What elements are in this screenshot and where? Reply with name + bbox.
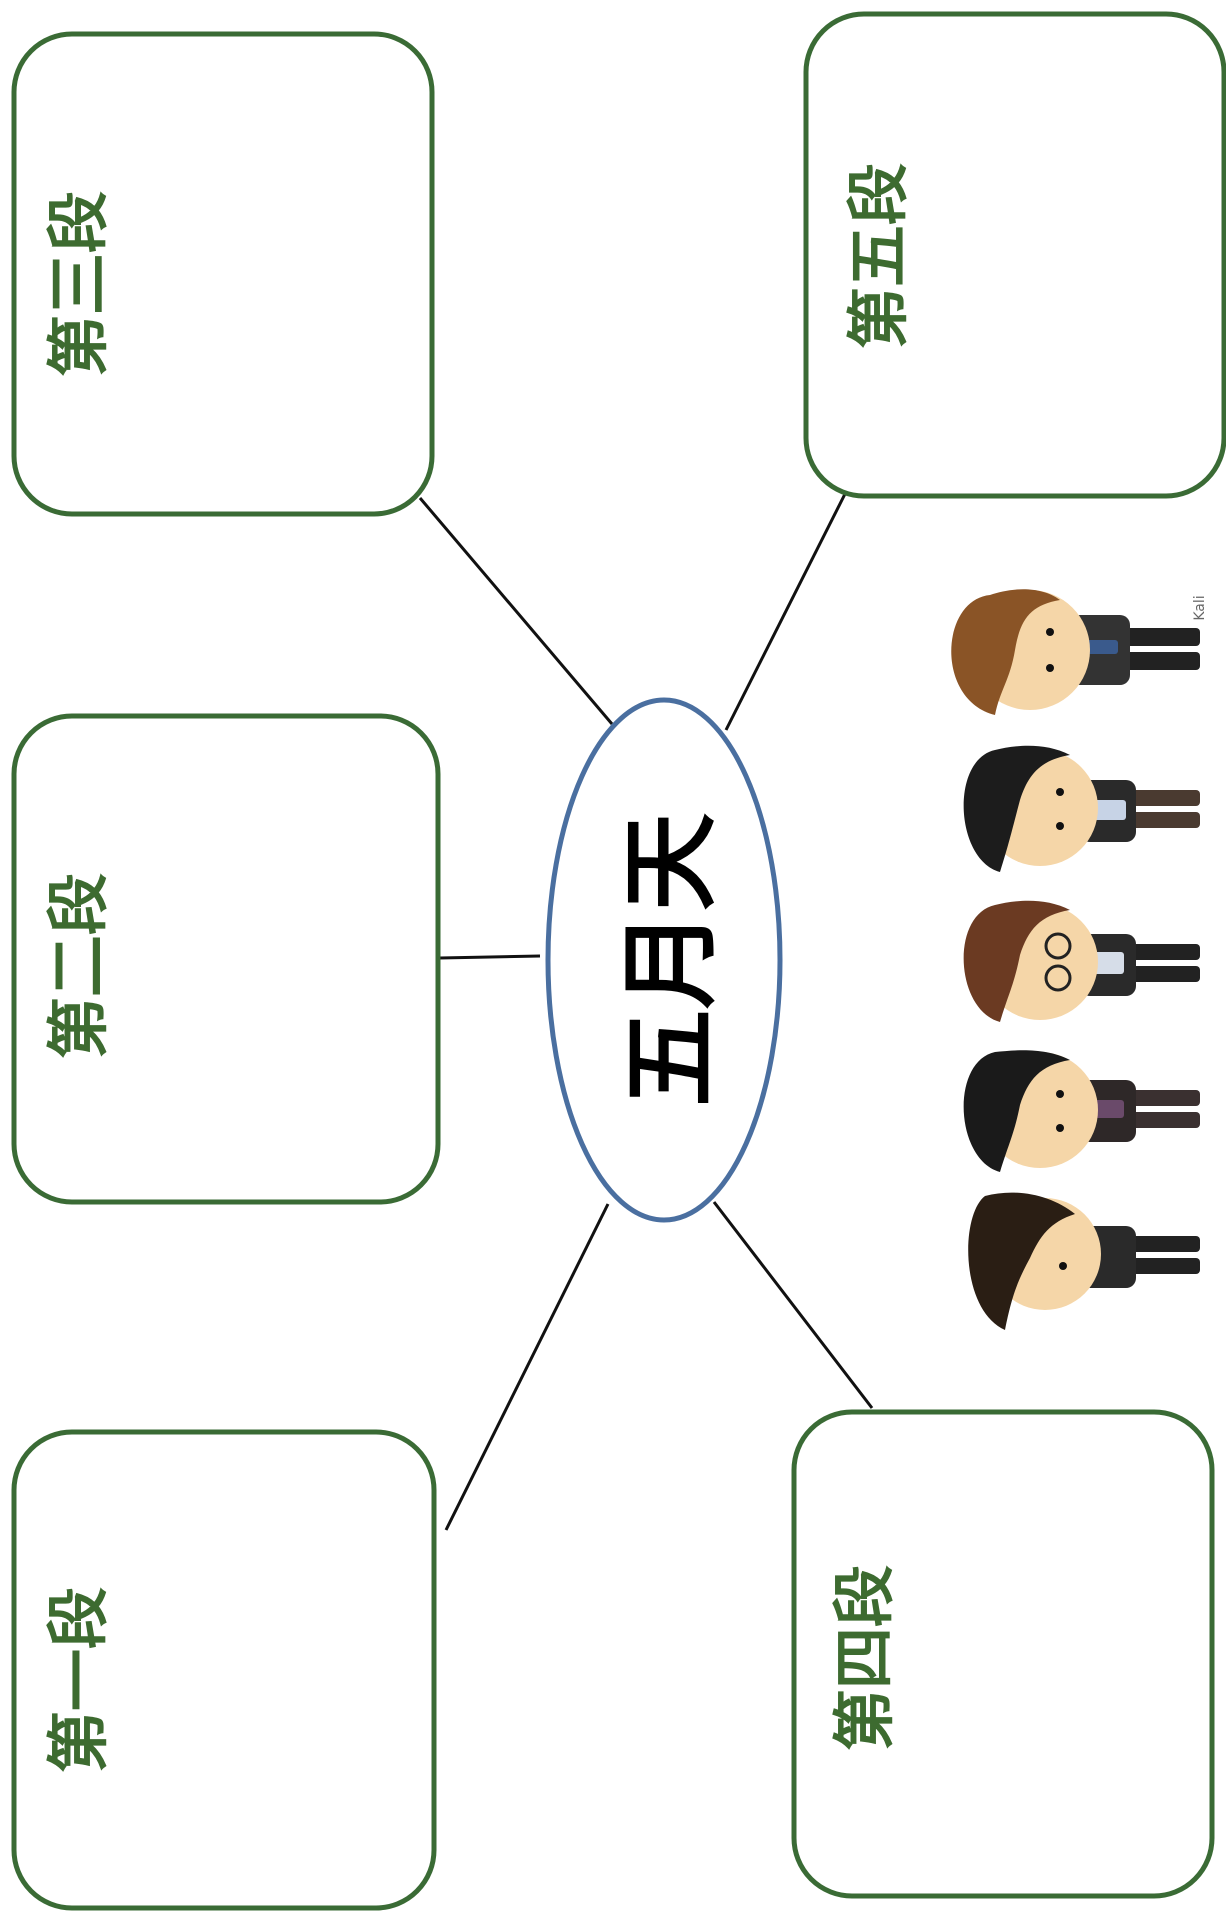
box-second: 第二段 [11,713,441,1205]
box-first-label: 第一段 [42,1587,115,1773]
box-fourth-label: 第四段 [828,1565,901,1751]
band-member-4-icon [963,1050,1200,1172]
box-fifth-label: 第五段 [842,163,915,349]
center-node: 五月天 [545,697,783,1223]
band-member-5-icon [968,1192,1200,1330]
connector-third [418,497,614,725]
connector-fifth [724,483,852,731]
connector-second [439,954,541,960]
artist-signature: Kali [1192,595,1208,620]
band-illustration: Kali [951,589,1208,1330]
connector-first [444,1203,610,1531]
center-label: 五月天 [614,813,728,1107]
band-member-3-icon [963,900,1200,1022]
band-member-1-icon [951,589,1200,715]
box-fourth: 第四段 [791,1409,1215,1899]
box-third: 第三段 [11,31,435,517]
connector-fourth [712,1201,874,1409]
box-second-label: 第二段 [42,873,115,1059]
box-fifth: 第五段 [803,11,1226,499]
box-third-label: 第三段 [42,191,115,377]
box-first: 第一段 [11,1429,437,1911]
band-member-2-icon [963,745,1200,872]
